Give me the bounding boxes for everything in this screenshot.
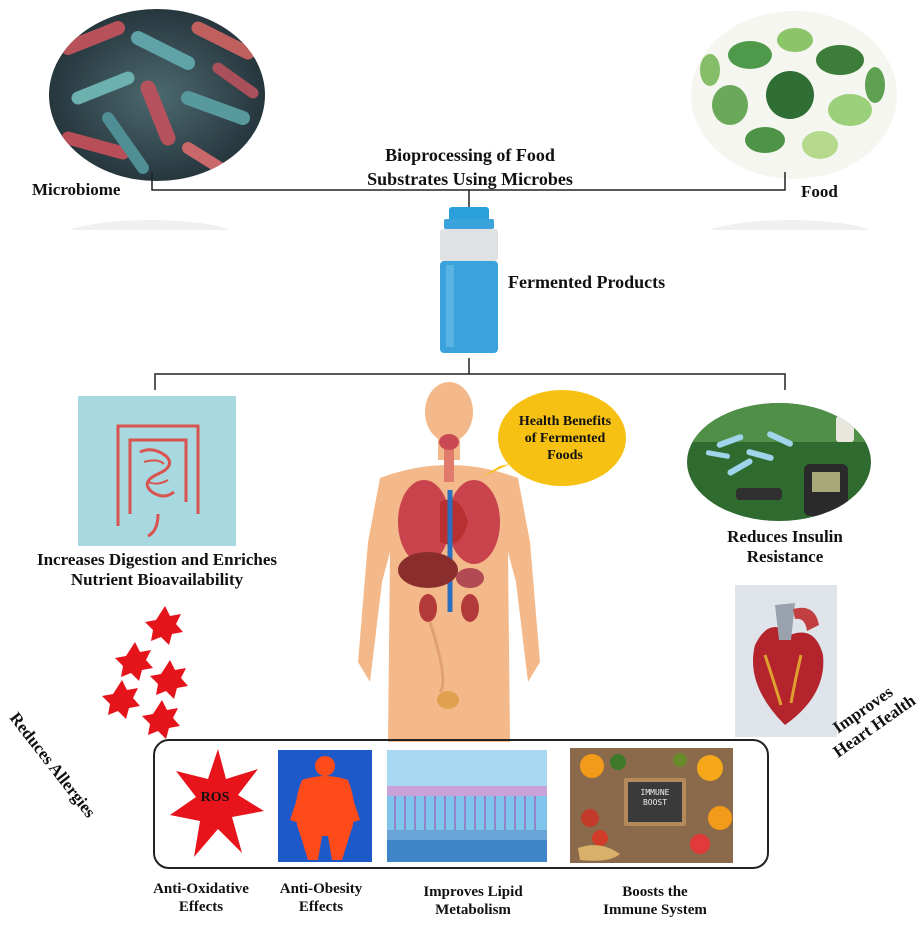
immune-sign-text: IMMUNE BOOST xyxy=(628,788,682,809)
antioxidative-label: Anti-Oxidative Effects xyxy=(136,880,266,916)
bubble-text: Health Benefits of Fermented Foods xyxy=(500,414,630,464)
insulin-line-2: Resistance xyxy=(746,547,824,567)
allergy-star-icon xyxy=(145,606,183,645)
immune-sign-line-1: IMMUNE xyxy=(640,788,670,797)
digestion-line-2: Nutrient Bioavailability xyxy=(70,570,244,590)
ros-burst-icon xyxy=(168,745,266,865)
middle-bracket xyxy=(154,358,786,390)
insulin-label: Reduces Insulin Resistance xyxy=(710,527,860,568)
lipid-membrane-image xyxy=(387,750,547,862)
top-bracket xyxy=(69,172,871,230)
immune-food-image xyxy=(570,748,733,863)
title-line-1: Bioprocessing of Food xyxy=(385,145,555,165)
immune-sign-line-2: BOOST xyxy=(642,798,668,808)
microbiome-label: Microbiome xyxy=(32,180,121,199)
bubble-line-1: Health Benefits xyxy=(518,414,612,429)
allergy-star-icon xyxy=(102,680,140,719)
immune-line-1: Boosts the xyxy=(622,884,688,900)
allergy-stars xyxy=(102,606,188,739)
lipid-label: Improves Lipid Metabolism xyxy=(398,883,548,919)
fermented-products-label: Fermented Products xyxy=(508,272,666,292)
insulin-line-1: Reduces Insulin xyxy=(727,527,843,546)
insulin-image xyxy=(686,402,872,522)
antiob-line-1: Anti-Obesity xyxy=(279,881,363,897)
microbiome-image xyxy=(48,8,266,183)
bottom-benefits-box xyxy=(153,739,769,869)
lipid-line-1: Improves Lipid xyxy=(423,884,523,900)
allergy-star-icon xyxy=(115,642,153,681)
food-image xyxy=(690,10,898,180)
antiox-line-1: Anti-Oxidative xyxy=(153,881,249,897)
digestion-label: Increases Digestion and Enriches Nutrien… xyxy=(2,550,312,591)
obesity-image xyxy=(278,750,372,862)
allergies-label: Reduces Allergies xyxy=(5,708,100,822)
lipid-line-2: Metabolism xyxy=(435,902,511,918)
antiox-line-2: Effects xyxy=(178,899,224,915)
food-label: Food xyxy=(801,182,838,201)
antiob-line-2: Effects xyxy=(298,899,344,915)
title-line-2: Substrates Using Microbes xyxy=(367,169,573,190)
human-body-image xyxy=(340,382,558,742)
allergy-star-icon xyxy=(150,660,188,699)
bubble-line-3: Foods xyxy=(547,447,583,463)
bubble-line-2: of Fermented xyxy=(524,430,606,446)
ros-label: ROS xyxy=(200,790,230,805)
heart-image xyxy=(735,585,837,737)
antiobesity-label: Anti-Obesity Effects xyxy=(266,880,376,916)
immune-label: Boosts the Immune System xyxy=(580,883,730,919)
intestine-image xyxy=(78,396,236,546)
immune-line-2: Immune System xyxy=(603,902,707,918)
health-benefits-bubble xyxy=(480,386,630,496)
allergy-star-icon xyxy=(142,700,180,739)
page-title: Bioprocessing of Food Substrates Using M… xyxy=(320,143,620,192)
fermented-bottle-image xyxy=(432,205,506,357)
digestion-line-1: Increases Digestion and Enriches xyxy=(36,550,278,569)
